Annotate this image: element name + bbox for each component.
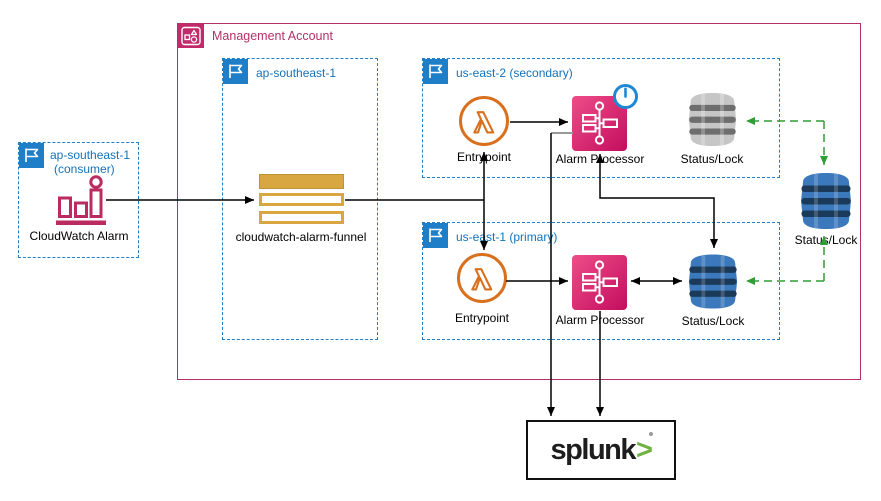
region-flag-icon <box>223 59 248 84</box>
clock-icon <box>612 83 639 110</box>
management-account-box: Management Account <box>177 23 861 380</box>
status-lock-label-primary: Status/Lock <box>681 314 745 328</box>
dynamodb-status-lock-icon-secondary <box>686 91 739 153</box>
us-east-2-region-name: us-east-2 (secondary) <box>456 66 573 80</box>
consumer-region-name-line2: (consumer) <box>54 162 115 176</box>
cloudwatch-alarm-icon <box>55 174 107 227</box>
lambda-entrypoint-icon-primary <box>457 253 507 303</box>
splunk-logo: splunk> <box>550 431 654 466</box>
region-flag-icon <box>19 143 44 168</box>
splunk-chevron: > <box>636 433 653 466</box>
management-account-icon <box>178 24 204 48</box>
us-east-1-region-name: us-east-1 (primary) <box>456 230 558 244</box>
ap-southeast-1-region-name: ap-southeast-1 <box>256 66 337 80</box>
entrypoint-label-primary: Entrypoint <box>454 311 510 325</box>
status-lock-label-secondary: Status/Lock <box>680 152 744 166</box>
region-ap-southeast-1-consumer: ap-southeast-1 (consumer) <box>18 142 139 258</box>
splunk-wordmark: splunk <box>550 433 637 466</box>
region-ap-southeast-1: ap-southeast-1 <box>222 58 378 340</box>
region-flag-icon <box>423 59 448 84</box>
alarm-processor-icon-primary <box>572 255 627 310</box>
consumer-region-name-line1: ap-southeast-1 <box>50 148 131 162</box>
cloudwatch-alarm-label: CloudWatch Alarm <box>29 229 129 243</box>
lambda-entrypoint-icon-secondary <box>459 96 509 146</box>
dynamodb-status-lock-icon-global <box>798 171 854 236</box>
alarm-processor-label-primary: Alarm Processor <box>555 313 645 327</box>
management-account-label: Management Account <box>212 29 333 43</box>
dynamodb-status-lock-icon-primary <box>686 252 740 316</box>
region-flag-icon <box>423 223 448 248</box>
splunk-node: splunk> <box>526 420 676 480</box>
sqs-queue-icon <box>259 174 344 224</box>
funnel-label: cloudwatch-alarm-funnel <box>235 230 367 244</box>
alarm-processor-label-secondary: Alarm Processor <box>555 152 645 166</box>
splunk-dot <box>649 431 654 436</box>
entrypoint-label-secondary: Entrypoint <box>456 150 512 164</box>
